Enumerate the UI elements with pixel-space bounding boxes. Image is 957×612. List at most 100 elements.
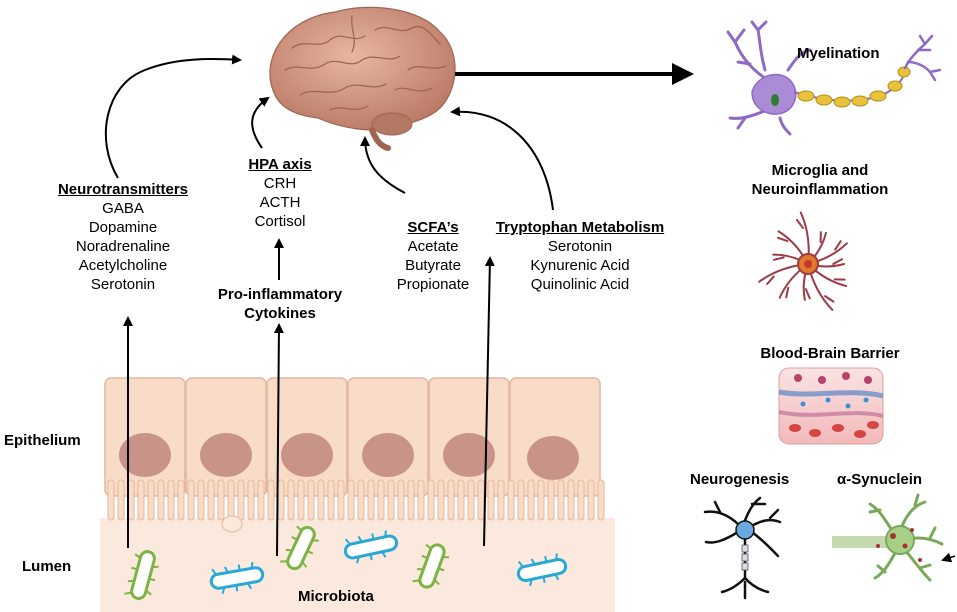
microvillus: [237, 479, 245, 521]
tryptophan-title: Tryptophan Metabolism: [495, 219, 665, 236]
microvillus: [167, 479, 175, 521]
epithelium-label: Epithelium: [4, 432, 81, 449]
microvilli: [107, 479, 605, 521]
cell-nucleus: [281, 433, 333, 477]
neurotransmitters-title: Neurotransmitters: [57, 181, 189, 198]
neurotransmitter-item: Serotonin: [90, 276, 156, 293]
microvillus: [407, 479, 415, 521]
arrow-tryptophan-to-brain: [450, 106, 554, 211]
neurogenesis-label: Neurogenesis: [690, 471, 790, 488]
microvillus: [567, 479, 575, 521]
tryptophan-item: Kynurenic Acid: [530, 257, 630, 274]
microvillus: [457, 479, 465, 521]
scfa-item: Butyrate: [405, 257, 461, 274]
microvillus: [227, 479, 235, 521]
microvillus: [307, 479, 315, 521]
microvillus: [507, 479, 515, 521]
microvillus: [597, 479, 605, 521]
arrow-scfa-to-brain: [360, 136, 406, 194]
microvillus: [147, 479, 155, 521]
microvillus: [427, 479, 435, 521]
microbiota-bacteria: [124, 525, 568, 600]
scfa-item: Propionate: [396, 276, 470, 293]
arrow-neurotransmitters-to-brain: [104, 54, 242, 179]
scfa-item: Acetate: [407, 238, 459, 255]
microvillus: [467, 479, 475, 521]
gut-epithelium: [100, 377, 615, 612]
microvillus: [327, 479, 335, 521]
microvillus: [197, 479, 205, 521]
myelin-sheath: [797, 66, 911, 108]
cytokines-label-line1: Pro-inflammatory: [217, 286, 343, 303]
cell-nucleus: [527, 436, 579, 480]
neurotransmitter-item: Acetylcholine: [78, 257, 168, 274]
hpa-axis-item: ACTH: [259, 194, 301, 211]
lumen-label: Lumen: [22, 558, 72, 575]
microvillus: [477, 479, 485, 521]
tryptophan-item: Quinolinic Acid: [530, 276, 630, 293]
bacterium-green: [412, 543, 450, 589]
microvillus: [357, 479, 365, 521]
bacterium-green: [280, 525, 319, 571]
cell-nucleus: [119, 433, 171, 477]
microvillus: [277, 479, 285, 521]
microglia-icon: [758, 211, 848, 311]
microvillus: [447, 479, 455, 521]
microvillus: [587, 479, 595, 521]
microvillus: [387, 479, 395, 521]
microvillus: [267, 479, 275, 521]
myelination-label: Myelination: [797, 45, 880, 62]
microvillus: [257, 479, 265, 521]
scfa-title: SCFA’s: [407, 219, 459, 236]
microvillus: [497, 479, 505, 521]
vesicle: [221, 515, 243, 533]
microvillus: [217, 479, 225, 521]
microvillus: [397, 479, 405, 521]
hpa-axis-title: HPA axis: [248, 156, 312, 173]
microglia-label-line2: Neuroinflammation: [751, 181, 889, 198]
microvillus: [517, 479, 525, 521]
neurotransmitter-item: Dopamine: [88, 219, 158, 236]
microvillus: [317, 479, 325, 521]
microvillus: [557, 479, 565, 521]
cell-nucleus: [362, 433, 414, 477]
bacterium-blue: [516, 553, 568, 587]
alpha-synuclein-label: α-Synuclein: [837, 471, 923, 488]
microvillus: [377, 479, 385, 521]
arrow-hpa-to-brain: [251, 96, 270, 149]
microvillus: [177, 479, 185, 521]
microvillus: [487, 479, 495, 521]
brain-icon: [269, 6, 456, 151]
microvillus: [577, 479, 585, 521]
microvillus: [157, 479, 165, 521]
tryptophan-item: Serotonin: [547, 238, 613, 255]
neurotransmitter-item: Noradrenaline: [75, 238, 171, 255]
bacterium-blue: [343, 530, 399, 564]
microvillus: [367, 479, 375, 521]
bacterium-green: [124, 550, 159, 600]
microvillus: [297, 479, 305, 521]
microvillus: [187, 479, 195, 521]
hpa-axis-item: Cortisol: [254, 213, 306, 230]
cell-nucleus: [443, 433, 495, 477]
microbiota-label: Microbiota: [298, 588, 374, 605]
microglia-label-line1: Microglia and: [771, 162, 869, 179]
microvillus: [137, 479, 145, 521]
neurogenesis-neuron-icon: [703, 496, 782, 600]
bbb-label: Blood-Brain Barrier: [760, 345, 900, 362]
cytokines-label-line2: Cytokines: [244, 305, 316, 322]
neuron-nucleus: [771, 94, 779, 106]
microvillus: [347, 479, 355, 521]
arrow-microbiota-to-tryptophan: [483, 256, 495, 547]
microvillus: [527, 479, 535, 521]
hpa-axis-item: CRH: [263, 175, 297, 192]
arrow-microbiota-to-cytokines: [273, 323, 284, 557]
cell-nucleus: [200, 433, 252, 477]
alpha-synuclein-neuron-icon: [832, 493, 956, 582]
microvillus: [417, 479, 425, 521]
microvillus: [207, 479, 215, 521]
bacterium-blue: [209, 561, 265, 595]
microvillus: [247, 479, 255, 521]
